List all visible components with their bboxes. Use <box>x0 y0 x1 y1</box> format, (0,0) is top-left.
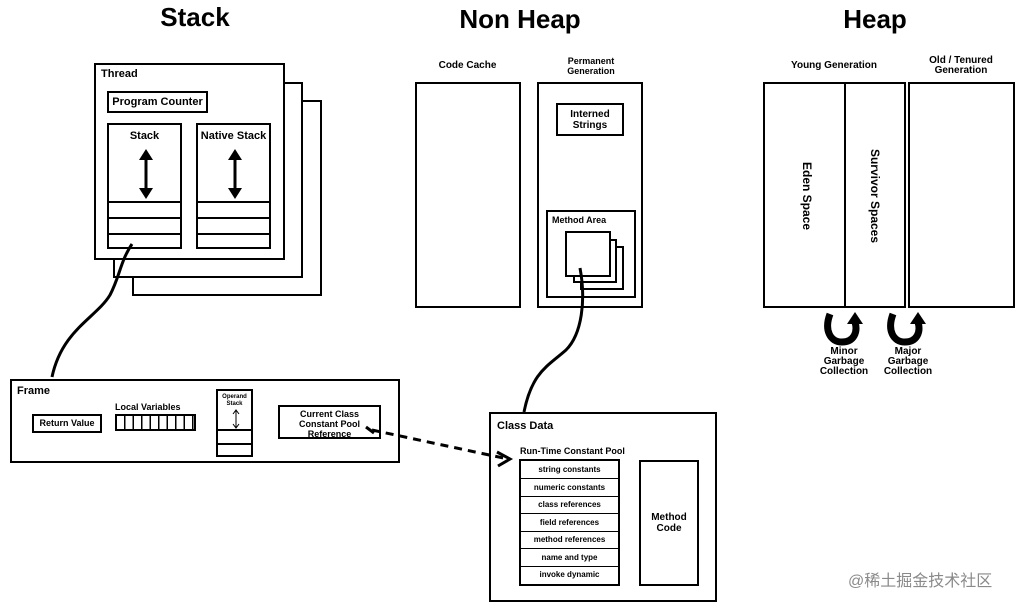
pool-item: class references <box>521 496 618 514</box>
pool-item: field references <box>521 514 618 532</box>
native-stack-column: Native Stack <box>196 123 271 249</box>
thread-title: Thread <box>101 68 138 80</box>
pool-item: numeric constants <box>521 479 618 497</box>
heading-heap: Heap <box>843 4 907 34</box>
native-stack-label: Native Stack <box>200 130 267 142</box>
run-time-constant-pool: string constants numeric constants class… <box>519 459 620 586</box>
thread-box: Thread Program Counter Stack Native Stac… <box>94 63 285 260</box>
class-data-box: Class Data Run-Time Constant Pool string… <box>489 412 717 602</box>
run-time-constant-pool-label: Run-Time Constant Pool <box>520 446 625 456</box>
return-value: Return Value <box>32 414 102 433</box>
method-code-label: Method Code <box>651 512 687 534</box>
eden-space-box: Eden Space <box>763 82 846 308</box>
old-generation-box <box>908 82 1015 308</box>
young-generation-label: Young Generation <box>791 60 877 71</box>
constant-pool-reference: Current Class Constant Pool Reference <box>278 405 381 439</box>
interned-strings: Interned Strings <box>556 103 624 136</box>
double-arrow-icon <box>139 149 153 199</box>
class-page <box>565 231 611 277</box>
frame-title: Frame <box>17 385 51 397</box>
pool-item: name and type <box>521 549 618 567</box>
watermark: @稀土掘金技术社区 <box>848 573 993 590</box>
permanent-generation-box: Interned Strings Method Area <box>537 82 643 308</box>
stack-column: Stack <box>107 123 182 249</box>
old-generation-label: Old / Tenured Generation <box>929 55 993 76</box>
method-area-box: Method Area <box>546 210 636 298</box>
pool-item: invoke dynamic <box>539 570 600 579</box>
method-code: Method Code <box>639 460 699 586</box>
code-cache-box <box>415 82 521 308</box>
survivor-spaces-box: Survivor Spaces <box>844 82 906 308</box>
double-arrow-icon <box>228 149 242 199</box>
local-variables-slots <box>115 414 196 431</box>
minor-gc-label: Minor Garbage Collection <box>819 346 869 377</box>
major-gc-label: Major Garbage Collection <box>883 346 933 377</box>
program-counter: Program Counter <box>107 91 208 113</box>
heading-stack: Stack <box>160 2 230 32</box>
local-variables-label: Local Variables <box>115 402 181 412</box>
operand-stack: Operand Stack <box>216 389 253 457</box>
minor-gc-arrow-icon <box>824 312 863 346</box>
pool-item: string constants <box>521 461 618 479</box>
class-data-title: Class Data <box>497 420 554 432</box>
operand-stack-label: Operand Stack <box>222 394 247 407</box>
survivor-spaces-label: Survivor Spaces <box>868 148 882 244</box>
major-gc-arrow-icon <box>887 312 926 346</box>
frame-box: Frame Return Value Local Variables Opera… <box>10 379 400 463</box>
pool-item: method references <box>521 531 618 549</box>
code-cache-label: Code Cache <box>438 60 497 71</box>
heading-non-heap: Non Heap <box>459 4 581 34</box>
permanent-generation-label: Permanent Generation <box>567 56 615 76</box>
double-arrow-icon <box>232 409 240 429</box>
stack-column-label: Stack <box>129 130 160 142</box>
eden-space-label: Eden Space <box>800 161 814 231</box>
method-area-label: Method Area <box>552 215 607 225</box>
